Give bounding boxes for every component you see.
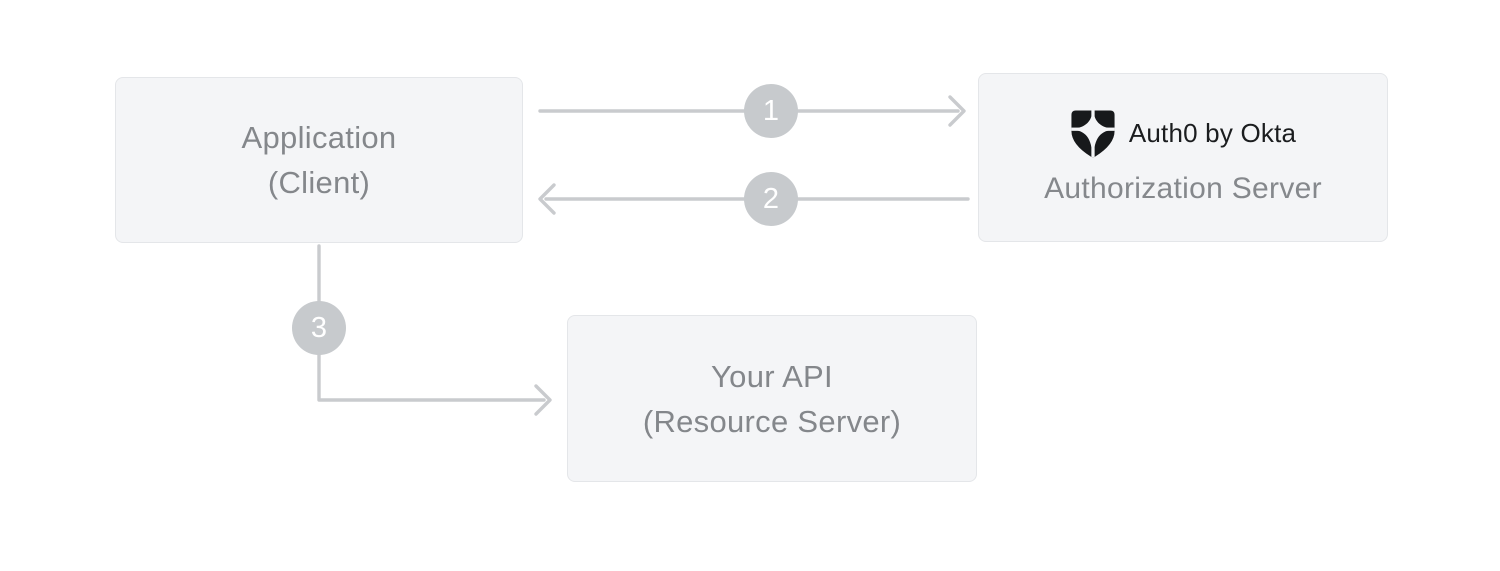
arrowhead-left-icon bbox=[538, 183, 556, 215]
api-title: Your API bbox=[711, 358, 833, 394]
api-subtitle: (Resource Server) bbox=[642, 403, 902, 439]
step-badge-3: 3 bbox=[292, 301, 346, 355]
auth0-shield-logo-icon bbox=[1071, 110, 1115, 157]
node-application: Application (Client) bbox=[115, 77, 523, 243]
application-title: Application bbox=[241, 120, 397, 155]
node-api: Your API (Resource Server) bbox=[567, 315, 977, 482]
authorization-server-label: Authorization Server bbox=[1044, 171, 1322, 205]
arrowhead-right-icon bbox=[948, 95, 966, 127]
auth0-brand-label: Auth0 by Okta bbox=[1128, 118, 1297, 148]
auth0-brand: Auth0 by Okta bbox=[1070, 109, 1296, 159]
step-badge-1: 1 bbox=[744, 84, 798, 138]
application-subtitle: (Client) bbox=[267, 165, 371, 200]
flow-arrow-3 bbox=[317, 244, 552, 416]
arrowhead-right-icon bbox=[534, 384, 552, 416]
step-badge-2: 2 bbox=[744, 172, 798, 226]
node-authorization-server: Auth0 by Okta Authorization Server bbox=[978, 73, 1388, 242]
